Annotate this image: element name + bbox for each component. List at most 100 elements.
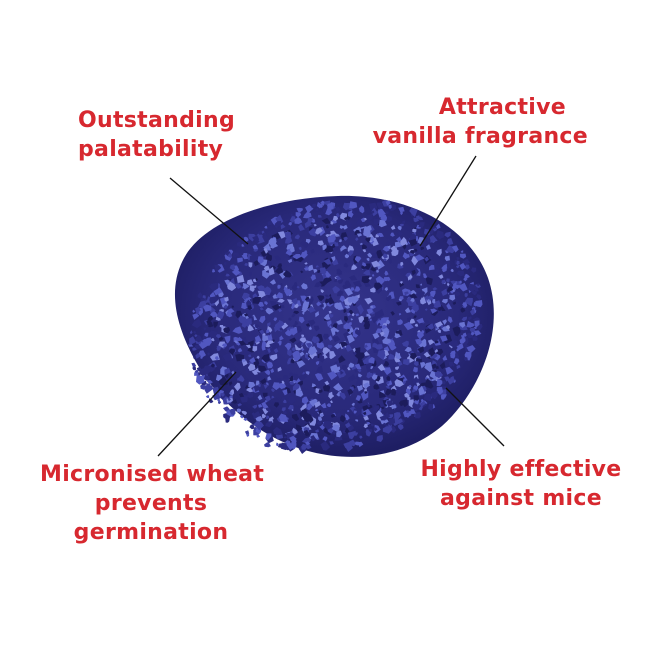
pellet-grain xyxy=(330,400,333,404)
pellet-grain xyxy=(252,346,258,352)
pellet-grain xyxy=(462,302,468,308)
pellet-grain xyxy=(434,340,439,344)
pellet-grain xyxy=(439,335,448,342)
pellet-grain xyxy=(350,318,354,321)
pellet-grain xyxy=(383,422,386,426)
pellet-grain xyxy=(313,269,318,274)
pellet-grain xyxy=(347,250,354,257)
pellet-grain xyxy=(320,402,327,409)
pellet-grain xyxy=(302,301,310,311)
pellet-grain xyxy=(279,335,284,341)
pellet-grain xyxy=(252,411,261,420)
pellet-grain xyxy=(366,257,370,262)
pellet-grain xyxy=(354,327,358,332)
pellet-grain xyxy=(441,279,447,285)
pellet-grain xyxy=(355,419,359,422)
callout-wheat-line1: Micronised wheat xyxy=(40,462,265,487)
pellet-grain xyxy=(300,251,308,259)
pellet-grain xyxy=(405,412,410,418)
pellet-grain xyxy=(255,380,260,386)
pellet-grain xyxy=(261,353,270,363)
pellet-grain xyxy=(397,231,403,236)
pellet-grain xyxy=(261,346,266,351)
pellet-grain xyxy=(295,341,302,349)
pellet-grain xyxy=(234,282,242,289)
pellet-grain xyxy=(262,392,268,399)
pellet-grain xyxy=(356,219,363,226)
pellet-grain xyxy=(379,391,387,398)
pellet-grain xyxy=(473,302,479,307)
pellet-grain xyxy=(364,213,373,221)
pellet-grain xyxy=(228,249,234,256)
pellet-grain xyxy=(273,348,279,354)
pellet-grain xyxy=(224,261,227,266)
pellet-grain xyxy=(323,405,330,412)
pellet-grain xyxy=(273,317,278,322)
pellet-grain xyxy=(346,344,353,352)
pellet-grain xyxy=(261,413,267,419)
pellet-grain xyxy=(318,354,325,363)
pellet-grain xyxy=(296,286,300,289)
pellet-grain xyxy=(244,340,249,345)
pellet-grain xyxy=(409,318,416,324)
pellet-grain xyxy=(277,320,285,328)
pellet-grain xyxy=(284,270,292,278)
callout-fragrance-line2: vanilla fragrance xyxy=(372,124,588,149)
pellet-grain xyxy=(447,282,450,287)
pellet-grain xyxy=(314,398,318,403)
pellet-grain xyxy=(289,376,294,382)
pellet-grain xyxy=(436,386,444,395)
pellet-grain xyxy=(378,219,387,228)
pellet-grain xyxy=(476,294,482,301)
pellet-grain xyxy=(430,308,438,314)
pellet-grain xyxy=(412,366,418,373)
callout-wheat-line2: prevents xyxy=(94,491,208,516)
pellet-grain xyxy=(369,318,373,322)
pellet-grain xyxy=(434,348,439,353)
pellet-grain xyxy=(256,434,261,438)
pellet-grain xyxy=(296,360,306,368)
pellet-grain xyxy=(195,353,201,359)
pellet-grain xyxy=(288,222,292,226)
pellet-grain xyxy=(328,335,333,341)
pellet-grain xyxy=(385,385,390,389)
pellet-grain xyxy=(334,302,339,310)
pellet-grain xyxy=(355,256,362,263)
pellet-grain xyxy=(299,351,305,357)
pellet-grain xyxy=(333,278,338,283)
pellet-grain xyxy=(415,412,421,419)
pellet-grain xyxy=(462,258,470,266)
pellet-grain xyxy=(252,296,261,304)
pellet-grain xyxy=(300,270,304,274)
pellet-grain xyxy=(343,441,352,449)
pellet-grain xyxy=(288,384,292,388)
pellet-grain xyxy=(301,334,305,338)
pellet-grain xyxy=(299,337,307,343)
pellet-grain xyxy=(352,408,362,417)
pellet-grain xyxy=(336,212,340,218)
pellet-grain xyxy=(352,347,356,353)
pellet-grain xyxy=(364,263,371,270)
pellet-grain xyxy=(402,377,405,380)
pellet-grain xyxy=(370,423,375,427)
pellet-grain xyxy=(460,250,464,253)
pellet-grain xyxy=(258,329,265,335)
pellet-grain xyxy=(244,313,249,317)
pellet-grain xyxy=(351,210,355,215)
pellet-grain xyxy=(420,399,424,403)
pellet-grain xyxy=(385,319,391,325)
pellet-grain xyxy=(314,429,320,433)
pellet-grain xyxy=(213,321,219,329)
pellet-grain xyxy=(408,238,417,247)
pellet-grain xyxy=(394,372,401,378)
pellet-grain xyxy=(275,214,284,225)
pellet-grain xyxy=(294,281,298,286)
pellet-grain xyxy=(192,313,200,320)
pellet-grain xyxy=(446,286,454,292)
pellet-grain xyxy=(292,257,297,262)
pellet-grain xyxy=(259,315,266,324)
pellet-grain xyxy=(236,274,245,283)
pellet-grain xyxy=(303,429,310,437)
pellet-grain xyxy=(282,399,287,404)
